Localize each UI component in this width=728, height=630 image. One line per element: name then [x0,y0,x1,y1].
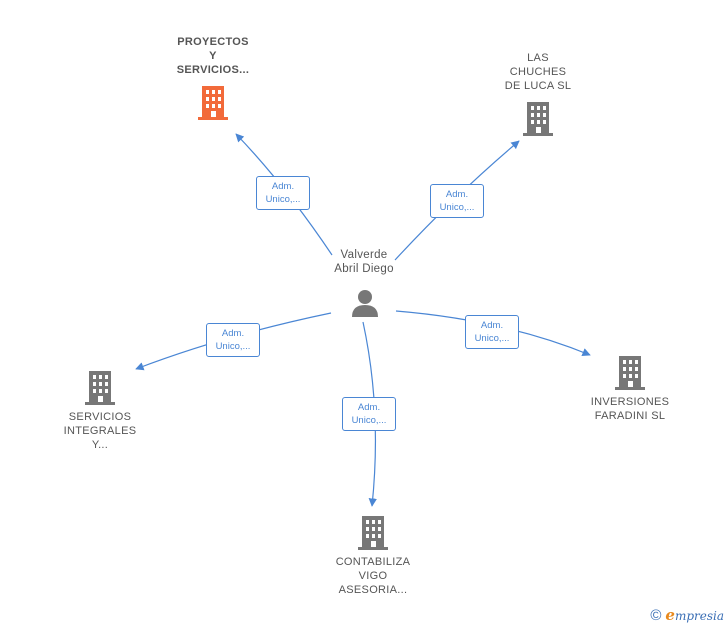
building-icon[interactable] [614,355,646,391]
role-box-proyectos[interactable]: Adm. Unico,... [256,176,310,210]
building-icon[interactable] [522,101,554,137]
company-node-contabiliza[interactable]: CONTABILIZA VIGO ASESORIA... [324,515,422,597]
company-label[interactable]: PROYECTOS Y SERVICIOS... [176,36,250,76]
building-icon[interactable] [84,370,116,406]
company-node-proyectos[interactable]: PROYECTOS Y SERVICIOS... [163,35,263,121]
company-node-integrales[interactable]: SERVICIOS INTEGRALES Y... [54,370,146,452]
role-box-integrales[interactable]: Adm. Unico,... [206,323,260,357]
role-box-contabiliza[interactable]: Adm. Unico,... [342,397,396,431]
company-node-faradini[interactable]: INVERSIONES FARADINI SL [578,355,682,423]
brand-logo[interactable]: empresia [665,606,724,624]
company-label[interactable]: INVERSIONES FARADINI SL [590,396,670,422]
building-icon[interactable] [357,515,389,551]
company-label[interactable]: SERVICIOS INTEGRALES Y... [63,411,137,451]
person-icon[interactable] [350,288,380,318]
brand-name: mpresia [674,609,724,623]
brand-initial: e [665,606,675,624]
building-icon[interactable] [197,85,229,121]
company-label[interactable]: CONTABILIZA VIGO ASESORIA... [335,556,411,596]
role-box-faradini[interactable]: Adm. Unico,... [465,315,519,349]
role-box-chuches[interactable]: Adm. Unico,... [430,184,484,218]
company-label[interactable]: LAS CHUCHES DE LUCA SL [504,52,572,92]
person-name[interactable]: Valverde Abril Diego [334,249,394,275]
company-node-chuches[interactable]: LAS CHUCHES DE LUCA SL [492,51,584,137]
footer-brand[interactable]: ©empresia [650,606,724,624]
copyright-icon: © [650,606,662,624]
